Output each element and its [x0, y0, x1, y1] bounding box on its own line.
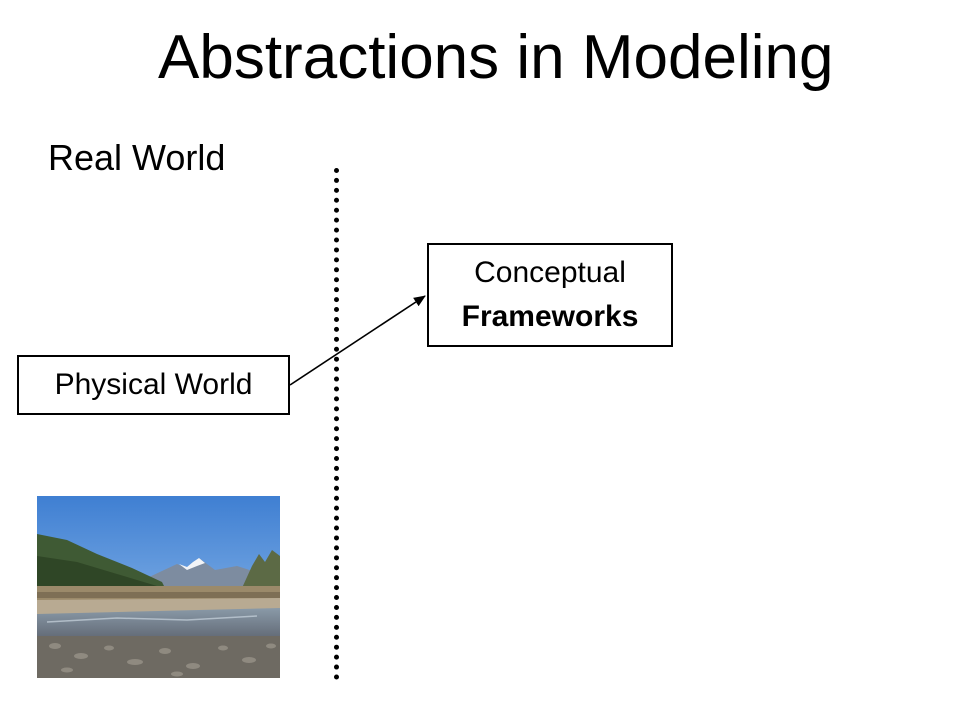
- slide-title: Abstractions in Modeling: [158, 23, 834, 92]
- landscape-photo: [37, 496, 280, 678]
- conceptual-label: Conceptual: [474, 256, 626, 289]
- section-label-real-world: Real World: [48, 137, 226, 178]
- frameworks-label: Frameworks: [461, 300, 639, 333]
- conceptual-frameworks-box: Conceptual Frameworks: [427, 243, 673, 347]
- arrow-line: [289, 295, 426, 386]
- physical-world-label: Physical World: [54, 368, 253, 401]
- physical-world-box: Physical World: [17, 355, 290, 415]
- landscape-photo-icon: [37, 496, 280, 678]
- dotted-divider: [334, 168, 339, 680]
